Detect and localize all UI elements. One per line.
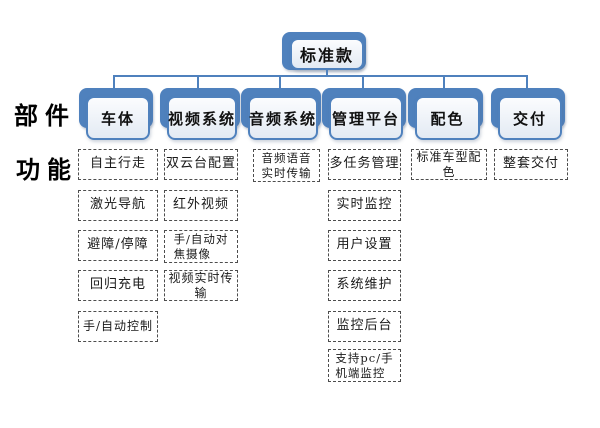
function-box: 回归充电 — [78, 270, 158, 301]
function-box: 监控后台 — [328, 311, 401, 342]
function-box: 用户设置 — [328, 230, 401, 261]
function-box: 双云台配置 — [164, 149, 238, 180]
function-box: 激光导航 — [78, 190, 158, 221]
function-box: 实时监控 — [328, 190, 401, 221]
connector-branch-stub — [197, 75, 199, 89]
function-box: 多任务管理 — [328, 149, 401, 180]
function-box: 避障/停障 — [78, 230, 158, 261]
function-box-label: 实时监控 — [336, 197, 393, 213]
component-node-box: 配色 — [415, 96, 480, 140]
function-box: 红外视频 — [164, 190, 238, 221]
function-box-label: 激光导航 — [89, 197, 146, 213]
connector-branch-stub — [526, 75, 528, 89]
function-box-label: 整套交付 — [502, 156, 559, 172]
function-box-label: 红外视频 — [172, 197, 229, 213]
function-box-label: 视频实时传输 — [168, 270, 234, 300]
function-box: 系统维护 — [328, 270, 401, 301]
function-box-label: 支持pc/手 机端监控 — [335, 351, 394, 380]
function-box-label: 回归充电 — [89, 277, 146, 293]
function-box-label: 音频语音 实时传输 — [261, 151, 312, 180]
component-node-label: 音频系统 — [249, 109, 318, 128]
connector-branch-stub — [113, 75, 115, 89]
function-box: 支持pc/手 机端监控 — [328, 349, 401, 382]
row-label-functions: 功能 — [16, 155, 78, 184]
component-node-box: 车体 — [86, 96, 150, 140]
function-box-label: 监控后台 — [336, 318, 393, 334]
component-node-label: 车体 — [100, 109, 135, 128]
component-node-box: 视频系统 — [167, 96, 237, 140]
component-node-box: 交付 — [498, 96, 562, 140]
connector-branch-stub — [362, 75, 364, 89]
component-node-box: 管理平台 — [329, 96, 403, 140]
component-node-box: 音频系统 — [248, 96, 318, 140]
component-node-label: 配色 — [430, 109, 465, 128]
function-box-label: 双云台配置 — [165, 156, 236, 172]
function-box: 手/自动控制 — [78, 311, 158, 342]
function-box-label: 系统维护 — [336, 277, 393, 293]
function-box-label: 避障/停障 — [87, 237, 149, 253]
connector-horizontal-line — [113, 75, 528, 77]
function-box: 整套交付 — [494, 149, 568, 180]
row-label-components: 部件 — [14, 101, 76, 130]
function-box-label: 用户设置 — [336, 237, 393, 253]
function-box-label: 手/自动对 焦摄像 — [173, 232, 229, 261]
function-box: 标准车型配色 — [411, 149, 487, 180]
component-node-label: 视频系统 — [168, 109, 237, 128]
root-node-label: 标准款 — [299, 46, 354, 65]
function-box-label: 多任务管理 — [329, 156, 400, 172]
function-box: 自主行走 — [78, 149, 158, 180]
function-box-label: 手/自动控制 — [82, 319, 154, 333]
function-box: 音频语音 实时传输 — [253, 149, 320, 182]
function-box: 视频实时传输 — [164, 270, 238, 301]
function-box-label: 标准车型配色 — [416, 149, 482, 179]
connector-branch-stub — [443, 75, 445, 89]
connector-root-stub — [326, 69, 328, 77]
connector-branch-stub — [279, 75, 281, 89]
root-node-box: 标准款 — [290, 38, 364, 70]
component-node-label: 管理平台 — [331, 109, 400, 128]
component-node-label: 交付 — [512, 109, 547, 128]
function-box: 手/自动对 焦摄像 — [164, 230, 238, 263]
function-box-label: 自主行走 — [89, 156, 146, 172]
